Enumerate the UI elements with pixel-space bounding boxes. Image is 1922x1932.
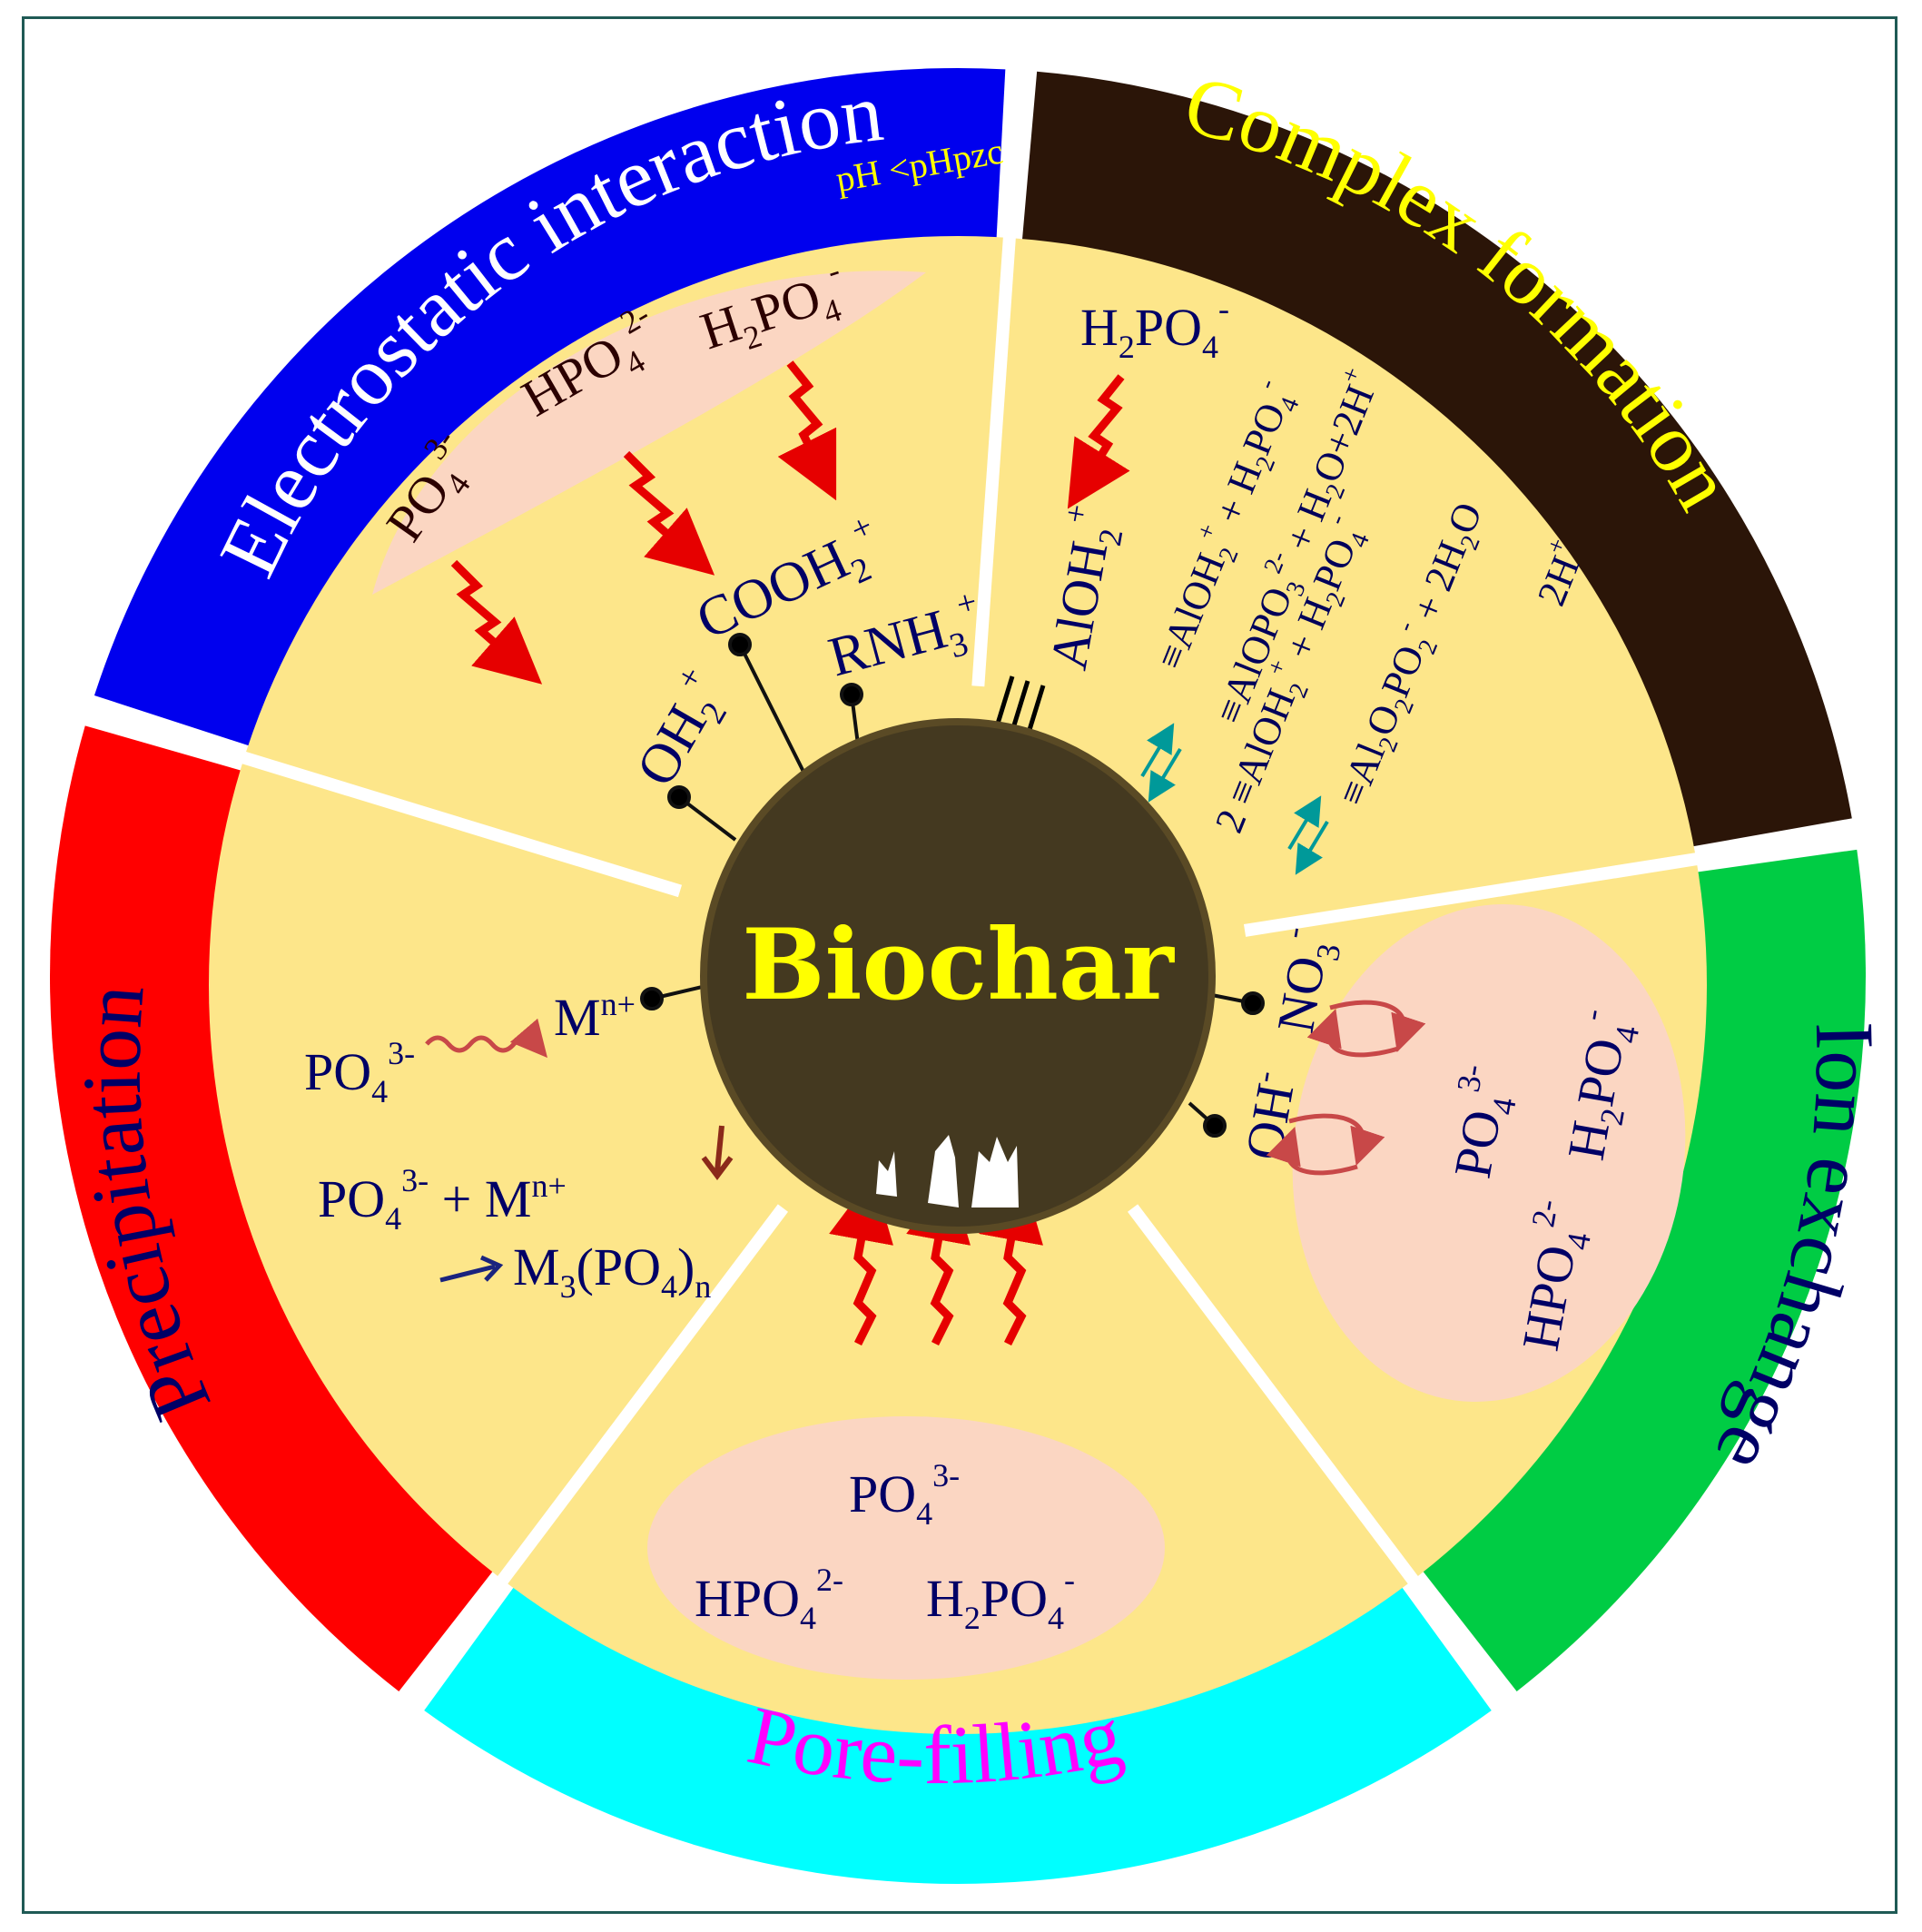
electrostatic-zigzag-arrows [450, 360, 837, 685]
pf-po4-ion: PO43- [849, 1457, 960, 1532]
pf-hpo4-ion: HPO42- [695, 1562, 843, 1636]
pore-filling-ions: PO43- HPO42- H2PO4- [695, 1457, 1075, 1636]
complex-eq-4: ≡Al2O2PO2- + 2H2O [1323, 494, 1496, 813]
ion-exchange-ion-cloud [1292, 904, 1686, 1402]
precip-eq-line-2: M3(PO4)n [513, 1237, 711, 1305]
equilibrium-arrows [1140, 723, 1329, 875]
precip-po4-ion: PO43- [304, 1035, 415, 1109]
complex-zigzag-arrow [1067, 374, 1130, 509]
electrostatic-ion-cloud [372, 271, 926, 595]
exchange-arrows [1266, 1000, 1426, 1176]
precipitation-content: Mn+ PO43- PO43- + Mn+ M3(PO4)n [304, 986, 711, 1305]
metal-site: Mn+ [554, 986, 636, 1047]
pore-filling-ion-cloud [647, 1416, 1165, 1680]
pf-h2po4-ion: H2PO4- [926, 1562, 1075, 1636]
precip-product-arrow [439, 1264, 496, 1283]
dividers [79, 60, 1865, 1712]
precip-eq-line-1: PO43- + Mn+ [318, 1162, 567, 1237]
precip-down-arrow [715, 1125, 724, 1172]
pore-filling-zigzag-arrows [829, 1175, 1043, 1346]
complex-h2po4-ion: H2PO4- [1080, 291, 1229, 365]
pores [876, 1135, 1019, 1208]
no3-group: NO3- [1258, 924, 1350, 1039]
precip-wavy-arrow [425, 1018, 548, 1059]
surface-bonds [640, 633, 1265, 1138]
biochar-core [700, 718, 1216, 1234]
divider-2 [971, 60, 1029, 687]
divider-5 [400, 1204, 789, 1712]
biochar-label: Biochar [742, 908, 1176, 1022]
divider-3 [1243, 826, 1865, 937]
figure-frame [22, 16, 1897, 1914]
divider-1 [79, 702, 683, 898]
ie-h2po4-ion: H2PO4- [1549, 1006, 1648, 1166]
divider-4 [1127, 1204, 1515, 1712]
